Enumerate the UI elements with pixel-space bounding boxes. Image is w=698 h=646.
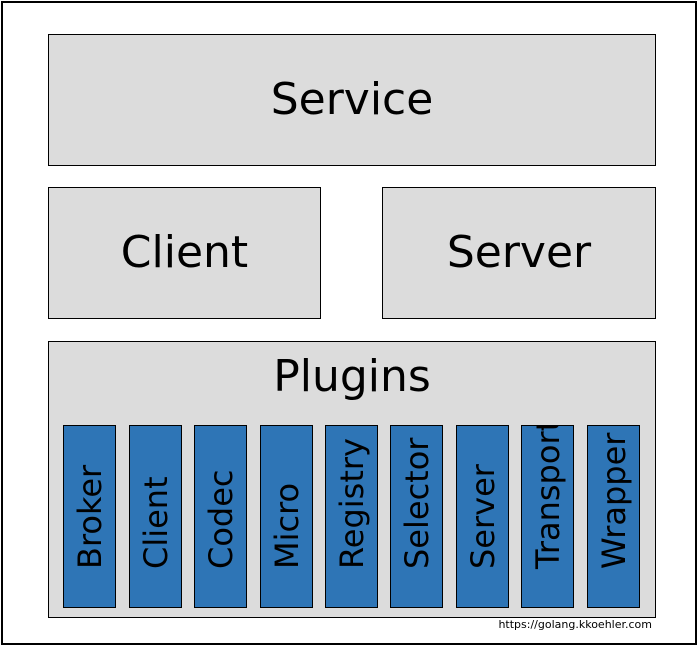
plugin-server: Server — [456, 425, 509, 608]
service-label: Service — [270, 74, 434, 125]
plugin-transport: Transport — [521, 425, 574, 608]
plugin-label: Wrapper — [594, 432, 633, 569]
plugin-selector: Selector — [390, 425, 443, 608]
plugin-label: Transport — [528, 425, 567, 569]
server-box: Server — [382, 187, 656, 319]
credit-url: https://golang.kkoehler.com — [498, 618, 652, 631]
plugin-broker: Broker — [63, 425, 116, 608]
plugin-label: Registry — [332, 438, 371, 569]
plugin-micro: Micro — [260, 425, 313, 608]
service-box: Service — [48, 34, 656, 166]
plugin-client: Client — [129, 425, 182, 608]
plugin-label: Codec — [201, 469, 240, 569]
plugins-title: Plugins — [273, 351, 431, 402]
server-label: Server — [446, 227, 592, 278]
client-label: Client — [120, 227, 249, 278]
plugin-registry: Registry — [325, 425, 378, 608]
plugin-label: Selector — [397, 437, 436, 569]
plugins-box: Plugins Broker Client Codec Micro Regist… — [48, 341, 656, 618]
plugin-codec: Codec — [194, 425, 247, 608]
plugin-label: Client — [136, 476, 175, 569]
plugin-wrapper: Wrapper — [587, 425, 640, 608]
plugin-label: Broker — [70, 464, 109, 569]
plugin-label: Micro — [267, 482, 306, 569]
client-box: Client — [48, 187, 321, 319]
plugin-label: Server — [463, 464, 502, 569]
